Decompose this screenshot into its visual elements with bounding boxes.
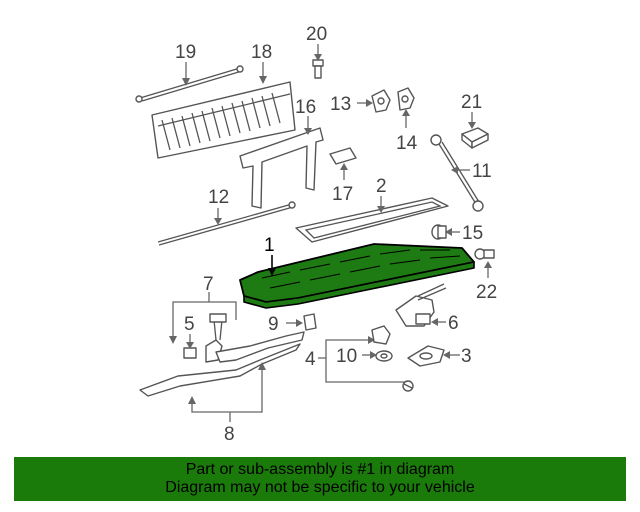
callout-6[interactable]: 6 xyxy=(448,313,459,334)
banner-line-1: Part or sub-assembly is #1 in diagram xyxy=(185,461,455,478)
part-11-cable xyxy=(430,134,484,212)
callout-12[interactable]: 12 xyxy=(208,187,229,208)
callout-9[interactable]: 9 xyxy=(268,314,279,335)
part-17-pad xyxy=(329,147,357,165)
callout-15[interactable]: 15 xyxy=(462,223,483,244)
callout-17[interactable]: 17 xyxy=(332,184,353,205)
callout-4[interactable]: 4 xyxy=(305,349,316,370)
part-6-latch xyxy=(395,283,447,327)
part-10-washer xyxy=(371,325,393,362)
callout-7[interactable]: 7 xyxy=(203,274,214,295)
callout-3[interactable]: 3 xyxy=(461,346,472,367)
part-13-clip xyxy=(371,89,391,113)
part-14-clip xyxy=(397,87,415,111)
part-1-tailgate-highlight xyxy=(239,243,475,309)
parts-diagram: 1 2 3 4 5 6 7 8 9 10 11 12 13 14 15 16 1… xyxy=(135,24,497,445)
part-2-liner xyxy=(295,197,449,243)
part-12-rod xyxy=(157,201,296,246)
callout-8[interactable]: 8 xyxy=(224,424,235,445)
part-20-bolt xyxy=(312,59,324,79)
callout-16[interactable]: 16 xyxy=(295,97,316,118)
callout-18[interactable]: 18 xyxy=(251,42,272,63)
callout-20[interactable]: 20 xyxy=(306,24,327,45)
callout-1[interactable]: 1 xyxy=(264,235,275,256)
callout-5[interactable]: 5 xyxy=(184,314,195,335)
part-15-bumper xyxy=(431,224,447,240)
part-18-tailgate-panel xyxy=(151,81,296,159)
part-3-handle xyxy=(407,345,445,367)
callout-19[interactable]: 19 xyxy=(175,42,196,63)
part-8-hinge xyxy=(139,331,305,397)
callout-11[interactable]: 11 xyxy=(472,161,492,182)
callout-13[interactable]: 13 xyxy=(330,94,351,115)
callout-10[interactable]: 10 xyxy=(336,346,357,367)
part-22-stud xyxy=(474,248,495,260)
callout-14[interactable]: 14 xyxy=(396,133,418,154)
part-9-clip xyxy=(303,313,317,331)
part-16-bracket xyxy=(239,127,324,209)
callout-22[interactable]: 22 xyxy=(476,282,497,303)
callout-2[interactable]: 2 xyxy=(376,176,387,197)
info-banner: Part or sub-assembly is #1 in diagram Di… xyxy=(14,457,626,501)
part-4-bolt xyxy=(402,380,414,392)
part-21-block xyxy=(461,127,489,149)
banner-line-2: Diagram may not be specific to your vehi… xyxy=(165,479,475,496)
part-19-rod xyxy=(135,65,244,103)
callout-21[interactable]: 21 xyxy=(461,92,482,113)
